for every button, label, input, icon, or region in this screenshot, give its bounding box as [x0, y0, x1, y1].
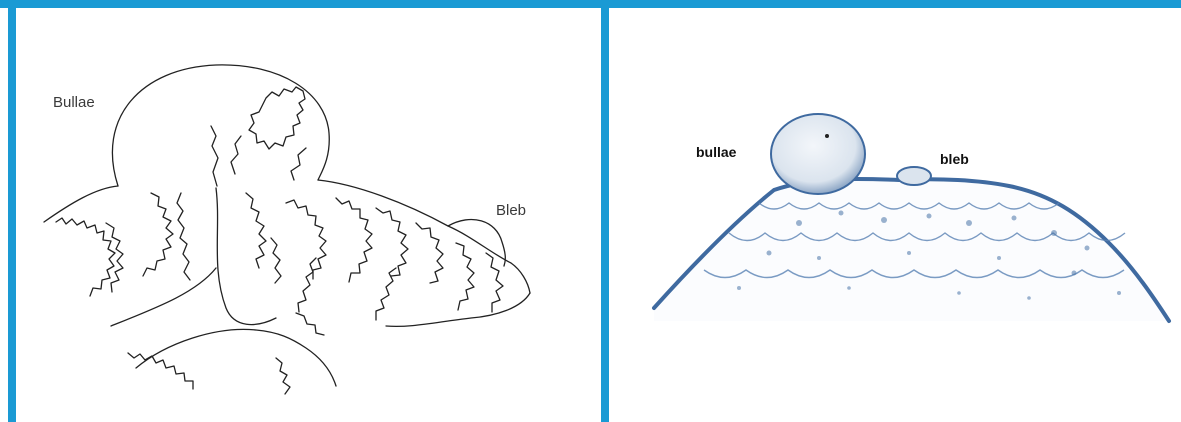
bleb	[897, 167, 931, 185]
frame-top-border	[0, 0, 1181, 8]
lower-curve-3	[136, 329, 336, 386]
lobule-line-12	[486, 253, 503, 312]
lobule-line-13	[298, 258, 316, 312]
bulla-inner-wrinkle	[249, 87, 305, 149]
bulla-dot	[825, 134, 829, 138]
lobule-line-4	[177, 193, 190, 280]
lung-tissue	[654, 179, 1169, 321]
lobule-line-11	[456, 243, 474, 310]
bulla	[771, 114, 865, 194]
frame-left-border	[8, 0, 16, 422]
lobule-line-1	[56, 218, 115, 296]
lobule-line-8	[336, 198, 372, 282]
frame-divider	[601, 0, 609, 422]
sketch-panel: Bullae Bleb	[16, 8, 601, 422]
lung-histology-illustration	[609, 8, 1181, 422]
bleb-label: Bleb	[496, 202, 526, 219]
bulla-septum-3	[291, 148, 306, 180]
lobule-line-6	[246, 193, 266, 268]
bulla-septum-2	[231, 136, 241, 174]
bullae-label: bullae	[696, 144, 736, 160]
bleb-label: bleb	[940, 151, 969, 167]
lobule-line-10	[416, 223, 443, 283]
lobule-line-9	[376, 208, 408, 276]
bullae-label: Bullae	[53, 94, 95, 111]
lobule-line-5	[216, 188, 276, 325]
lobule-line-15	[271, 238, 281, 283]
lobule-line-7	[286, 200, 326, 279]
lower-curve-1	[111, 268, 216, 326]
lobule-line-3	[143, 193, 173, 276]
lower-curve-2	[128, 353, 193, 389]
histology-panel: bullae bleb	[609, 8, 1181, 422]
lobule-line-2	[106, 223, 123, 292]
bulla-septum-1	[211, 126, 218, 186]
lower-curve-5	[296, 313, 324, 335]
lower-curve-4	[276, 358, 290, 394]
